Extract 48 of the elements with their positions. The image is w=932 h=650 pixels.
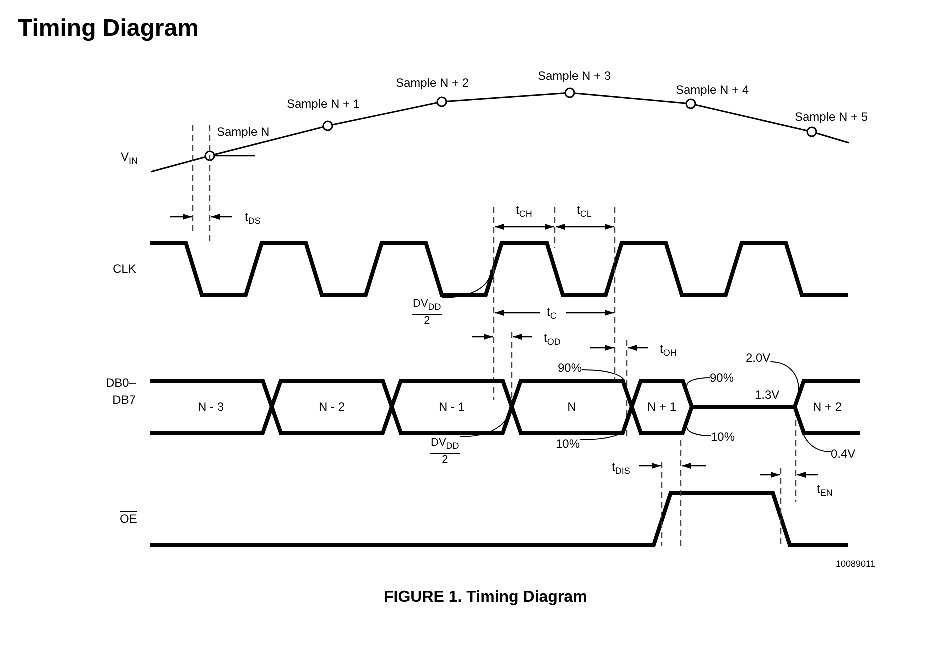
diagram-title: Timing Diagram (18, 14, 199, 44)
timing-parameter: t$_{OD}$ (544, 331, 561, 349)
fraction-label: DV$_{DD}$ 2 (412, 298, 442, 328)
voltage-level: 1.3V (755, 388, 780, 402)
data-bus-segment (512, 379, 632, 435)
leader-line (460, 406, 510, 438)
signal-name: DB0– DB7 (104, 375, 136, 409)
voltage-level: 2.0V (746, 351, 771, 365)
timing-parameter: t$_{OH}$ (660, 342, 677, 360)
data-value: N + 2 (812, 400, 843, 414)
percent-level: 10% (711, 430, 736, 444)
timing-parameter: t$_{DIS}$ (612, 460, 630, 478)
timing-parameter: t$_{CH}$ (516, 203, 532, 221)
timing-parameter: t$_{C}$ (547, 305, 557, 323)
data-bus-segment (632, 379, 692, 435)
data-bus-segment (392, 379, 512, 435)
data-bus-segment (272, 379, 392, 435)
document-number: 10089011 (836, 558, 876, 571)
signal-name: V$_{IN}$ (121, 150, 138, 168)
data-value: N (566, 400, 578, 414)
timing-parameter: t$_{CL}$ (577, 203, 592, 221)
data-bus-segment (795, 379, 860, 435)
fraction-label: DV$_{DD}$ 2 (430, 437, 460, 467)
tristate-line (692, 405, 795, 409)
data-value: N + 1 (646, 400, 678, 414)
sample-label: Sample N + 5 (795, 110, 868, 124)
sample-label: Sample N + 3 (538, 69, 612, 83)
timing-parameter: t$_{EN}$ (817, 482, 833, 500)
data-value: N - 3 (196, 400, 225, 414)
sample-label: Sample N + 2 (396, 76, 470, 90)
timing-parameter: t$_{DS}$ (245, 210, 261, 228)
leader-line (442, 270, 492, 298)
data-bus-segment (150, 379, 272, 435)
leader-line (686, 378, 710, 386)
figure-caption: FIGURE 1. Timing Diagram (384, 588, 588, 608)
percent-level: 10% (556, 437, 580, 451)
data-value: N - 2 (318, 400, 346, 414)
data-value: N - 1 (438, 400, 466, 414)
leader-line (770, 362, 800, 390)
sample-label: Sample N (217, 125, 270, 139)
voltage-level: 0.4V (831, 447, 856, 461)
percent-level: 90% (710, 371, 734, 385)
signal-name: OE (120, 512, 138, 526)
sample-label: Sample N + 1 (287, 97, 360, 111)
percent-level: 90% (558, 361, 582, 375)
signal-name: CLK (113, 262, 136, 276)
sample-label: Sample N + 4 (676, 83, 750, 97)
leader-line (686, 426, 712, 436)
